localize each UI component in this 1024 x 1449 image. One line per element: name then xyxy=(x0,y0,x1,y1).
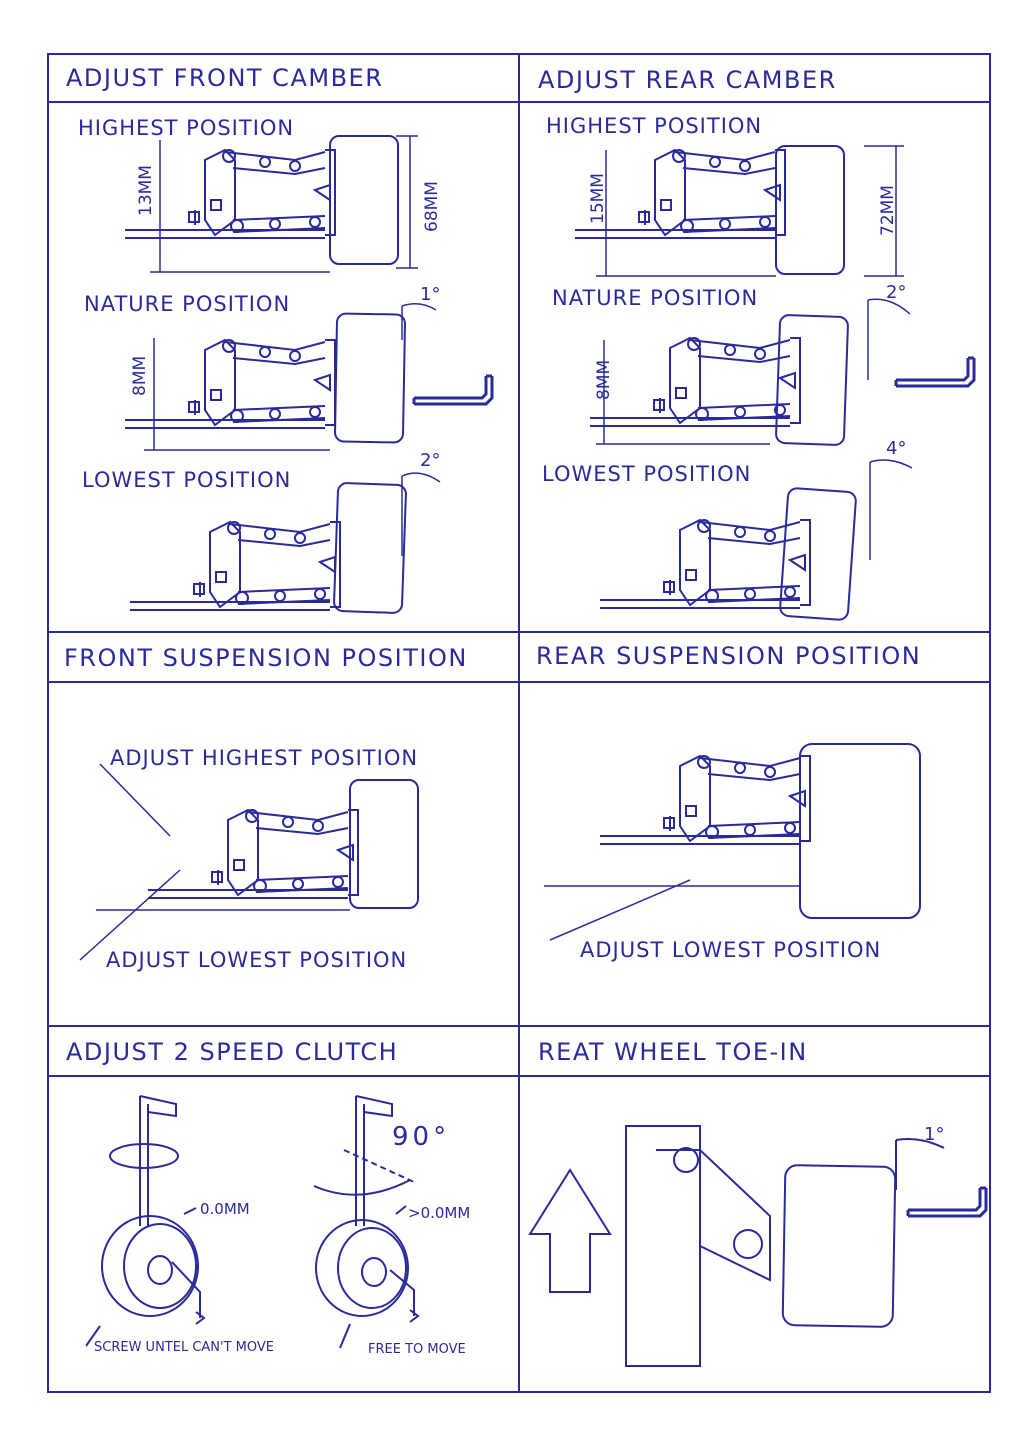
rear-nature-dim-left: 8MM xyxy=(594,359,614,400)
rear-camber-title: ADJUST REAR CAMBER xyxy=(538,66,837,94)
rear-suspension-drawing xyxy=(544,743,921,941)
front-camber-title: ADJUST FRONT CAMBER xyxy=(66,64,384,92)
rear-nature-label: NATURE POSITION xyxy=(552,286,759,310)
front-camber-lowest-drawing xyxy=(129,472,441,615)
rear-camber-nature-drawing xyxy=(589,298,976,447)
front-highest-dim-left: 13MM xyxy=(136,165,156,216)
front-camber-highest-drawing xyxy=(124,135,418,273)
toe-in-drawing xyxy=(528,1125,945,1367)
front-suspension-drawing xyxy=(79,763,419,961)
clutch-title: ADJUST 2 SPEED CLUTCH xyxy=(66,1038,399,1066)
clutch-left-caption: SCREW UNTEL CAN'T MOVE xyxy=(94,1340,275,1355)
toe-in-title: REAT WHEEL TOE-IN xyxy=(538,1038,808,1066)
rear-susp-low-label: ADJUST LOWEST POSITION xyxy=(580,938,882,962)
clutch-right-gap: >0.0MM xyxy=(408,1204,471,1222)
front-lowest-label: LOWEST POSITION xyxy=(82,468,292,492)
rear-lowest-angle: 4° xyxy=(886,438,907,459)
toe-in-angle: 1° xyxy=(924,1124,945,1145)
rear-nature-angle: 2° xyxy=(886,282,907,303)
rear-suspension-title: REAR SUSPENSION POSITION xyxy=(536,642,922,670)
front-camber-nature-drawing xyxy=(124,303,494,451)
front-nature-label: NATURE POSITION xyxy=(84,292,291,316)
rear-lowest-label: LOWEST POSITION xyxy=(542,462,752,486)
front-nature-angle: 1° xyxy=(420,284,441,305)
toe-in-hex-key xyxy=(906,1186,988,1218)
clutch-right-caption: FREE TO MOVE xyxy=(368,1342,466,1357)
rear-camber-lowest-drawing xyxy=(599,459,913,622)
clutch-left-gap: 0.0MM xyxy=(200,1200,250,1218)
front-susp-high-label: ADJUST HIGHEST POSITION xyxy=(110,746,419,770)
front-susp-low-label: ADJUST LOWEST POSITION xyxy=(106,948,408,972)
clutch-right-drawing xyxy=(313,1095,420,1349)
rear-camber-highest-drawing xyxy=(574,145,904,277)
front-highest-dim-right: 68MM xyxy=(422,181,442,232)
rear-highest-dim-right: 72MM xyxy=(878,185,898,236)
rear-highest-label: HIGHEST POSITION xyxy=(546,114,763,138)
front-nature-dim-left: 8MM xyxy=(130,355,150,396)
direction-arrow xyxy=(528,1168,612,1293)
front-suspension-title: FRONT SUSPENSION POSITION xyxy=(64,644,468,672)
front-lowest-angle: 2° xyxy=(420,450,441,471)
clutch-left-drawing xyxy=(85,1095,206,1347)
clutch-angle: 90° xyxy=(392,1122,451,1152)
rear-highest-dim-left: 15MM xyxy=(588,173,608,224)
front-highest-label: HIGHEST POSITION xyxy=(78,116,295,140)
